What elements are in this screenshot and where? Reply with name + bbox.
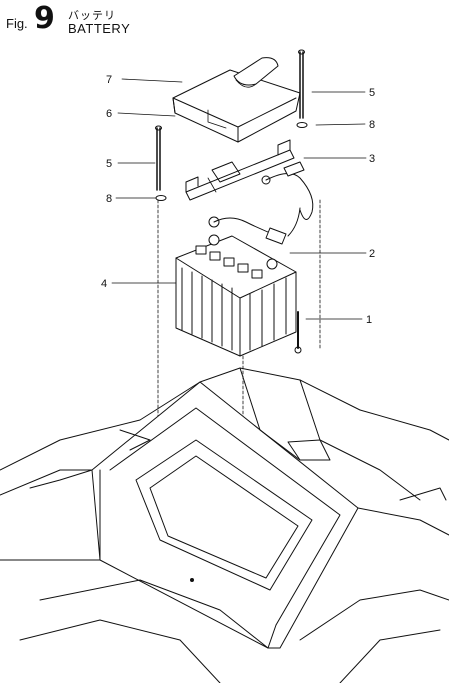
washer-right <box>296 122 308 128</box>
figure-number: 9 <box>34 1 55 36</box>
battery <box>175 234 297 357</box>
callout-4: 4 <box>101 278 107 290</box>
hold-down-bolt-left <box>155 125 162 191</box>
figure-title-japanese: バッテリ <box>68 9 116 22</box>
ground-cable <box>294 311 302 354</box>
callout-1: 1 <box>366 314 372 326</box>
callout-7: 7 <box>106 74 112 86</box>
callout-5-left: 5 <box>106 158 112 170</box>
callout-3: 3 <box>369 153 375 165</box>
callout-8-right: 8 <box>369 119 375 131</box>
callout-6: 6 <box>106 108 112 120</box>
battery-cover <box>172 57 301 143</box>
positive-cable <box>208 207 301 245</box>
figure-title-english: BATTERY <box>68 21 131 36</box>
washer-left <box>155 195 167 201</box>
negative-cable <box>261 161 314 220</box>
callout-5-right: 5 <box>369 87 375 99</box>
callout-8-left: 8 <box>106 193 112 205</box>
callout-2: 2 <box>369 248 375 260</box>
figure-prefix: Fig. <box>6 16 28 31</box>
battery-tray-body <box>0 367 449 683</box>
battery-hold-down-bracket <box>185 139 295 201</box>
figure-header: Fig. 9 バッテリ BATTERY <box>6 4 206 38</box>
hold-down-bolt-right <box>298 49 305 119</box>
callout-leaders <box>111 78 367 320</box>
